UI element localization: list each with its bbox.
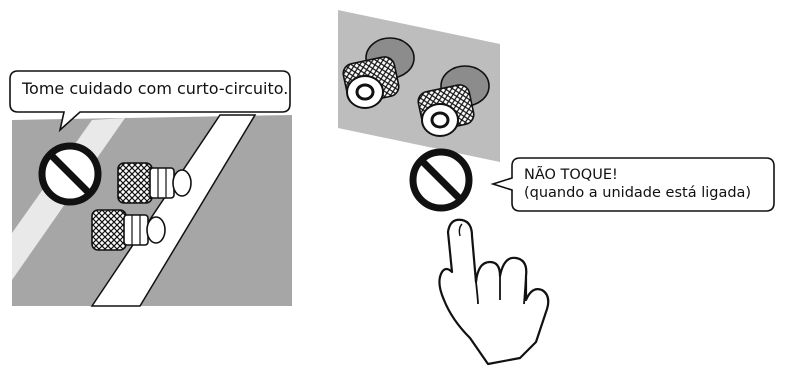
do-not-touch-text-block: NÃO TOQUE! (quando a unidade está ligada… [524, 166, 751, 202]
do-not-touch-callout [490, 157, 775, 212]
prohibition-icon [38, 142, 102, 206]
prohibition-icon [409, 148, 473, 212]
pointing-hand-icon [438, 218, 550, 366]
short-circuit-warning-text: Tome cuidado com curto-circuito. [22, 79, 289, 98]
do-not-touch-heading: NÃO TOQUE! [524, 167, 618, 183]
left-terminal-panel [12, 114, 292, 307]
right-binding-post-left [342, 37, 415, 109]
left-binding-post-bottom [91, 209, 166, 251]
do-not-touch-condition: (quando a unidade está ligada) [524, 185, 752, 201]
left-binding-post-top [117, 162, 192, 204]
right-binding-post-right [417, 65, 490, 137]
short-circuit-callout [9, 70, 291, 133]
